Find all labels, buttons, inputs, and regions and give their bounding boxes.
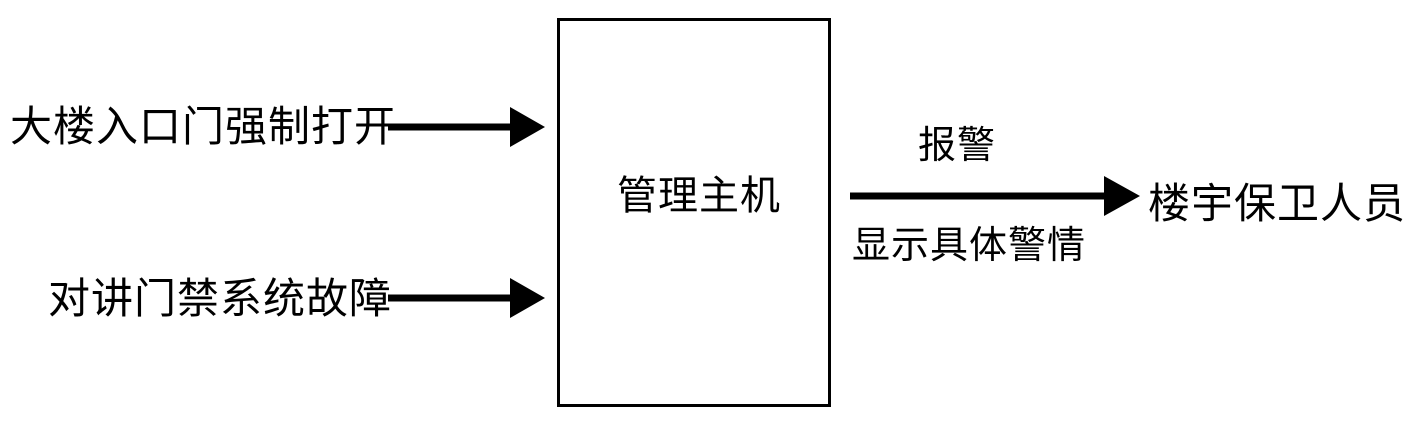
arrow-input-2-head <box>510 278 545 318</box>
output-edge-label-details: 显示具体警情 <box>852 223 1087 267</box>
arrow-output <box>850 176 1140 216</box>
input-label-intercom-fault: 对讲门禁系统故障 <box>48 274 393 323</box>
arrow-input-1 <box>388 107 545 147</box>
input-label-door-forced-open: 大楼入口门强制打开 <box>10 102 398 151</box>
arrow-output-head <box>1104 176 1140 216</box>
arrow-input-2 <box>388 278 545 318</box>
output-edge-label-alarm: 报警 <box>918 123 997 167</box>
arrow-input-1-head <box>510 107 545 147</box>
management-host-label: 管理主机 <box>617 173 781 219</box>
management-host-box <box>557 18 831 407</box>
output-node-label-security-staff: 楼宇保卫人员 <box>1148 179 1407 228</box>
